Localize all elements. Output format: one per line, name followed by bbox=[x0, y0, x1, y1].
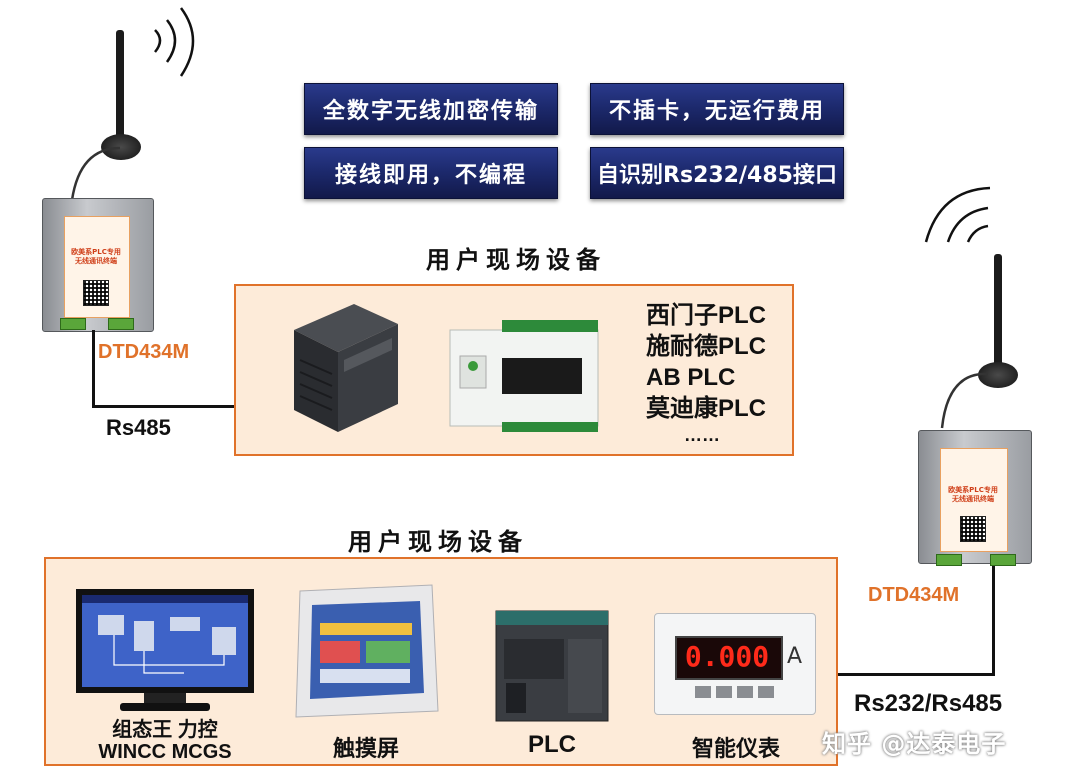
caption-plc: PLC bbox=[528, 731, 576, 758]
terminal-block bbox=[936, 554, 962, 566]
plc-brand-item: AB PLC bbox=[646, 364, 736, 391]
bottom-equipment-frame: 0.000 A 组态王 力控 WINCC MCGS 触摸屏 PLC 智能仪表 bbox=[44, 557, 838, 766]
rs232-rs485-wire bbox=[992, 566, 995, 676]
plc-module-image bbox=[294, 304, 398, 432]
plc-brand-item: …… bbox=[684, 425, 720, 445]
top-section-title: 用户现场设备 bbox=[426, 246, 606, 274]
caption-scada: 组态王 力控 WINCC MCGS bbox=[74, 719, 256, 763]
rs485-wire bbox=[92, 405, 234, 408]
touch-screen-image bbox=[295, 584, 439, 718]
qr-code-icon bbox=[83, 280, 109, 306]
caption-touch-screen: 触摸屏 bbox=[332, 736, 399, 761]
qr-code-icon bbox=[960, 516, 986, 542]
terminal-block bbox=[990, 554, 1016, 566]
compact-plc-image bbox=[449, 320, 599, 432]
meter-unit: A bbox=[787, 644, 803, 669]
watermark: 知乎 @达泰电子 bbox=[822, 730, 1007, 758]
modem-face-text: 欧美系PLC专用 无线通讯终端 bbox=[71, 248, 121, 265]
rs232-rs485-wire bbox=[836, 673, 995, 676]
antenna-icon bbox=[116, 30, 124, 142]
antenna-base bbox=[101, 134, 141, 160]
meter-display bbox=[675, 636, 783, 680]
wireless-signal-icon bbox=[924, 186, 991, 243]
smart-meter-image: 0.000 A bbox=[654, 613, 816, 715]
feature-badge-no-card: 不插卡，无运行费用 bbox=[590, 83, 844, 135]
caption-smart-meter: 智能仪表 bbox=[691, 736, 780, 761]
plc-image bbox=[495, 610, 609, 722]
antenna-icon bbox=[994, 254, 1002, 370]
terminal-block bbox=[108, 318, 134, 330]
bottom-section-title: 用户现场设备 bbox=[348, 528, 528, 556]
meter-buttons bbox=[695, 686, 775, 698]
antenna-cable bbox=[70, 146, 121, 201]
plc-brand-item: 莫迪康PLC bbox=[646, 395, 766, 422]
feature-badge-plug-and-play: 接线即用，不编程 bbox=[304, 147, 558, 199]
terminal-block bbox=[60, 318, 86, 330]
right-device-label: DTD434M bbox=[868, 584, 960, 606]
plc-brand-item: 西门子PLC bbox=[646, 302, 766, 329]
plc-brand-list: 西门子PLC 施耐德PLC AB PLC 莫迪康PLC …… bbox=[646, 300, 766, 446]
top-equipment-frame: 西门子PLC 施耐德PLC AB PLC 莫迪康PLC …… bbox=[234, 284, 794, 456]
feature-badge-encrypted: 全数字无线加密传输 bbox=[304, 83, 558, 135]
caption-scada-line2: WINCC MCGS bbox=[98, 741, 232, 763]
wireless-signal-icon bbox=[154, 7, 195, 77]
antenna-cable bbox=[940, 372, 989, 429]
feature-badge-auto-interface: 自识别Rs232/485接口 bbox=[590, 147, 844, 199]
caption-scada-line1: 组态王 力控 bbox=[112, 719, 218, 741]
scada-monitor-image bbox=[76, 589, 254, 711]
plc-brand-item: 施耐德PLC bbox=[646, 333, 766, 360]
rs485-wire bbox=[92, 330, 95, 408]
meter-reading: 0.000 bbox=[684, 640, 770, 673]
right-bus-label: Rs232/Rs485 bbox=[854, 690, 1003, 717]
modem-face-text: 欧美系PLC专用 无线通讯终端 bbox=[948, 486, 998, 503]
left-device-label: DTD434M bbox=[98, 341, 190, 363]
left-bus-label: Rs485 bbox=[106, 415, 171, 440]
